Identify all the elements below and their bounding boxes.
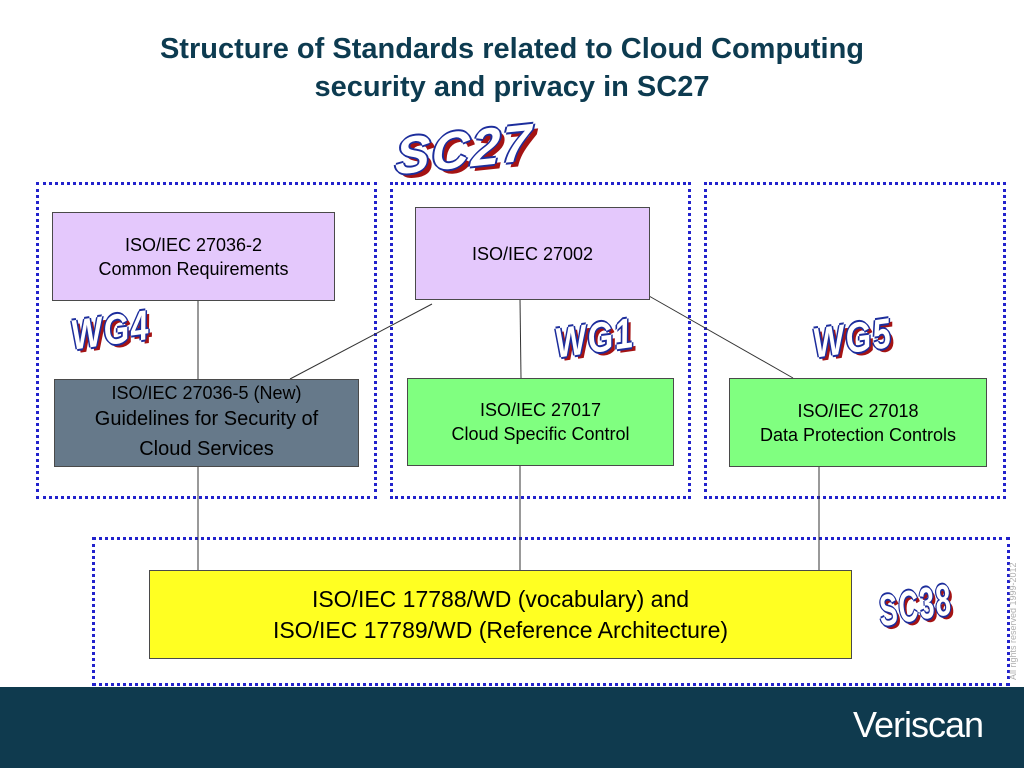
box-iso-17788-line1: ISO/IEC 17788/WD (vocabulary) and	[311, 585, 690, 612]
box-iso-27018: ISO/IEC 27018 Data Protection Controls	[729, 378, 987, 467]
wg1-group	[390, 182, 691, 499]
box-iso-27036-2: ISO/IEC 27036-2 Common Requirements	[52, 212, 335, 301]
box-iso-27017: ISO/IEC 27017 Cloud Specific Control	[407, 378, 674, 466]
wg5-group	[704, 182, 1006, 499]
box-iso-17788-17789: ISO/IEC 17788/WD (vocabulary) and ISO/IE…	[149, 570, 852, 659]
box-iso-17788-line2: ISO/IEC 17789/WD (Reference Architecture…	[272, 616, 729, 643]
veriscan-logo: Veriscan	[853, 704, 984, 745]
box-iso-27018-line2: Data Protection Controls	[759, 424, 957, 445]
box-iso-27002: ISO/IEC 27002	[415, 207, 650, 300]
wg4-group	[36, 182, 377, 499]
box-iso-27036-5-line1: ISO/IEC 27036-5 (New)	[111, 383, 302, 403]
footer-bar	[0, 687, 1024, 768]
title-line-1: Structure of Standards related to Cloud …	[159, 33, 865, 65]
title-line-2: security and privacy in SC27	[314, 71, 710, 103]
box-iso-27017-line1: ISO/IEC 27017	[479, 400, 602, 420]
box-iso-27036-2-line2: Common Requirements	[98, 258, 289, 279]
box-iso-27036-5-line3: Cloud Services	[139, 438, 274, 460]
copyright-text: All rights reserved 1999-2012	[1008, 562, 1018, 680]
box-iso-27002-line1: ISO/IEC 27002	[471, 243, 594, 264]
box-iso-27036-5-line2: Guidelines for Security of	[94, 408, 319, 430]
connector-27002-to-27018	[648, 295, 794, 379]
box-iso-27018-line1: ISO/IEC 27018	[797, 400, 919, 421]
sc38-group	[92, 537, 1010, 686]
box-iso-27017-line2: Cloud Specific Control	[451, 424, 630, 444]
box-iso-27036-5: ISO/IEC 27036-5 (New) Guidelines for Sec…	[54, 379, 359, 467]
connector-27002-to-27036-5	[289, 303, 433, 380]
connector-27002-to-27017	[519, 298, 522, 379]
box-iso-27036-2-line1: ISO/IEC 27036-2	[124, 234, 263, 255]
slide-title: Structure of Standards related to Cloud …	[0, 30, 1024, 106]
